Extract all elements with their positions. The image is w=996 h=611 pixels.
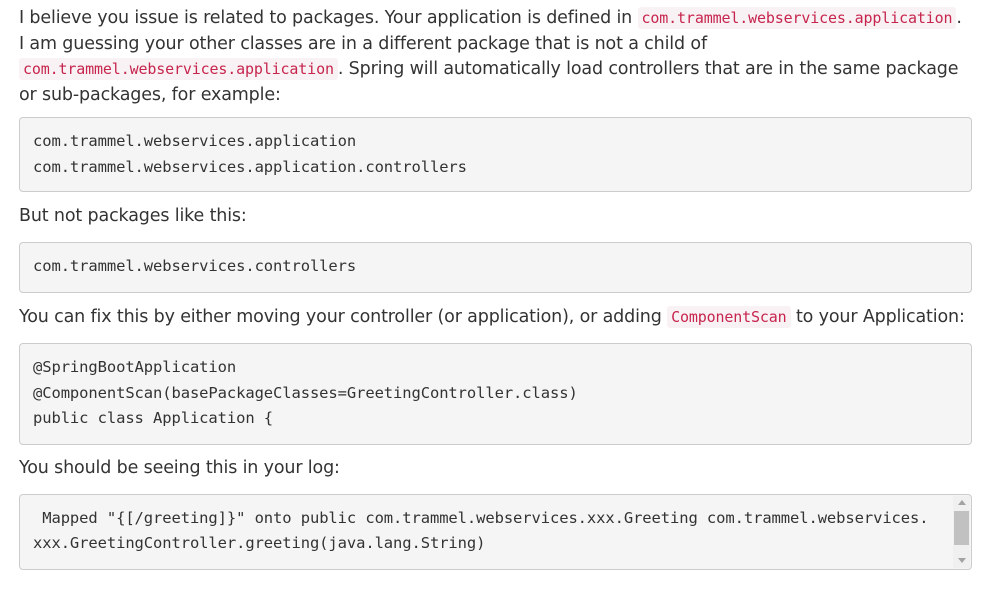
code-block-valid-packages: com.trammel.webservices.application com.… [19, 117, 972, 192]
inline-code-package: com.trammel.webservices.application [637, 7, 957, 29]
intro-text-2: . I am guessing your other classes are i… [19, 8, 962, 54]
scroll-up-button[interactable] [953, 496, 970, 510]
code-line: com.trammel.webservices.application [33, 132, 357, 150]
intro-paragraph: I believe you issue is related to packag… [19, 6, 972, 108]
answer-body: I believe you issue is related to packag… [19, 6, 972, 570]
log-paragraph: You should be seeing this in your log: [19, 458, 340, 478]
not-packages-paragraph: But not packages like this: [19, 206, 247, 226]
code-line: @SpringBootApplication [33, 358, 237, 376]
code-block-log: Mapped "{[/greeting]}" onto public com.t… [19, 493, 972, 570]
code-line: com.trammel.webservices.application.cont… [33, 157, 467, 176]
fix-text-2: to your Application: [790, 306, 965, 327]
intro-text-3: . Spring will automatically load control… [19, 59, 959, 105]
scroll-down-button[interactable] [953, 554, 970, 568]
code-block-invalid-package: com.trammel.webservices.controllers [19, 241, 972, 293]
intro-text-1: I believe you issue is related to packag… [19, 8, 638, 28]
vertical-scrollbar[interactable] [953, 495, 970, 568]
fix-text-1: You can fix this by either moving your c… [19, 306, 668, 327]
inline-code-componentscan: ComponentScan [667, 305, 791, 328]
log-code-text: Mapped "{[/greeting]}" onto public com.t… [33, 508, 929, 553]
code-line: com.trammel.webservices.controllers [33, 256, 357, 275]
inline-code-package-2: com.trammel.webservices.application [19, 58, 338, 80]
scrollbar-thumb[interactable] [954, 510, 969, 545]
code-line: @ComponentScan(basePackageClasses=Greeti… [33, 383, 578, 402]
arrow-up-icon [957, 500, 966, 505]
code-line: public class Application { [33, 409, 274, 427]
code-block-application: @SpringBootApplication @ComponentScan(ba… [19, 343, 972, 445]
fix-paragraph: You can fix this by either moving your c… [19, 305, 972, 331]
arrow-down-icon [957, 558, 966, 563]
